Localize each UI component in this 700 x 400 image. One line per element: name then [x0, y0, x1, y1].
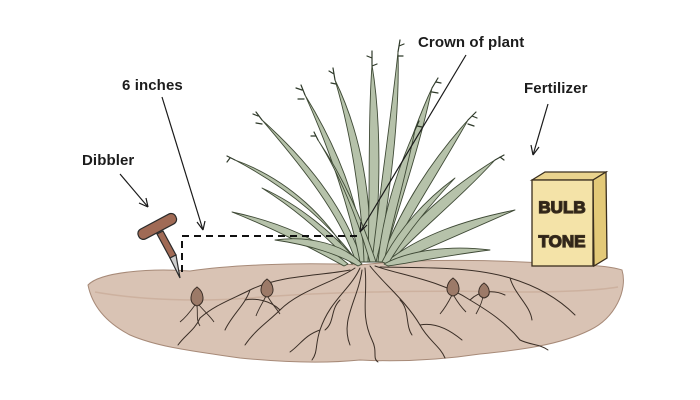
fertilizer-arrowhead — [530, 144, 540, 156]
depth-arrowhead — [196, 220, 206, 231]
dibbler-shaft — [156, 230, 177, 259]
depth-arrow — [161, 96, 204, 231]
bulb-1 — [190, 286, 204, 307]
depth-dashed-line — [181, 235, 358, 272]
seed-heads — [226, 39, 505, 163]
six-inches-label: 6 inches — [122, 77, 183, 94]
plant-roots — [177, 265, 576, 363]
grass-clump — [231, 51, 516, 267]
dibbler-arrow — [119, 173, 149, 208]
fertilizer-arrow — [532, 103, 549, 156]
box-label-line2: TONE — [539, 232, 586, 251]
dibbler-arrowhead — [138, 197, 149, 208]
bulb-3 — [446, 277, 460, 297]
crown-arrowhead — [359, 221, 368, 233]
bulb-4 — [478, 282, 490, 299]
box-label-line1: BULB — [538, 198, 585, 217]
bulbs — [190, 277, 490, 307]
dibbler-label: Dibbler — [82, 152, 135, 169]
box-side — [592, 170, 608, 268]
box-front — [531, 179, 594, 267]
dibbler-tip — [169, 254, 181, 279]
dibbler-tool — [137, 212, 181, 279]
soil-bed — [87, 259, 624, 363]
bulb-2 — [260, 278, 274, 298]
fertilizer-box: BULB TONE — [529, 170, 609, 268]
crown-arrow — [359, 54, 467, 233]
leader-arrows — [119, 54, 549, 233]
crown-of-plant-label: Crown of plant — [418, 34, 525, 51]
fertilizer-label: Fertilizer — [524, 80, 588, 97]
dibbler-handle — [137, 212, 178, 240]
